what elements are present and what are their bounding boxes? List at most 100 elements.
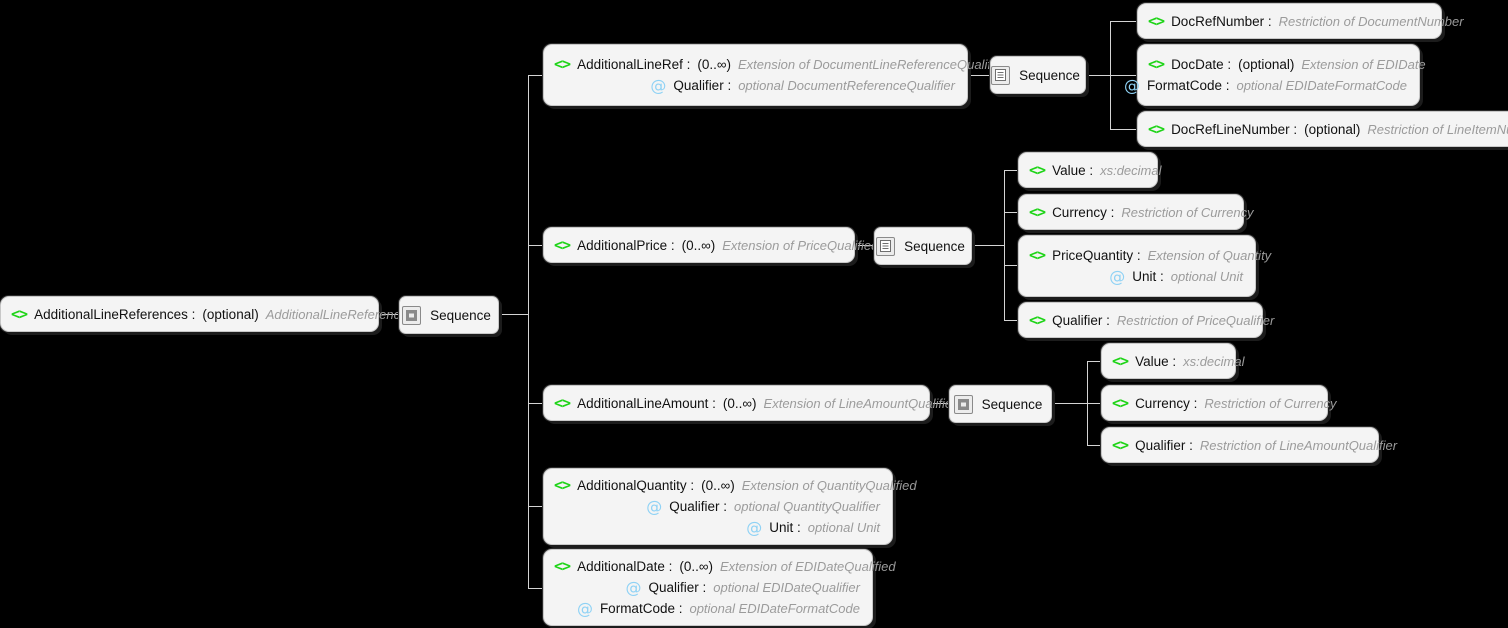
attribute-icon: @ — [646, 496, 663, 516]
node-additional-price-sequence[interactable]: Sequence — [874, 227, 972, 265]
attribute-list: @ Qualifier : optional EDIDateQualifier … — [554, 577, 860, 619]
node-occurrence: (0..∞) — [697, 57, 732, 72]
node-name: AdditionalLineReferences : — [34, 306, 196, 322]
attribute-list: @ Unit : optional Unit — [1029, 266, 1243, 287]
element-icon: <> — [1112, 351, 1129, 370]
attribute-type: optional Unit — [1170, 269, 1243, 284]
node-doc-ref-line-number[interactable]: <> DocRefLineNumber : (optional) Restric… — [1137, 111, 1508, 147]
sequence-label: Sequence — [904, 238, 965, 254]
node-type: Extension of PriceQualified — [722, 237, 879, 253]
node-additional-line-references[interactable]: <> AdditionalLineReferences : (optional)… — [0, 296, 414, 332]
attribute-row: @ FormatCode : optional EDIDateFormatCod… — [1124, 75, 1407, 96]
attribute-type: optional DocumentReferenceQualifier — [738, 78, 955, 93]
connector — [1004, 170, 1018, 171]
attribute-row: @ Unit : optional Unit — [746, 517, 880, 538]
node-price-qualifier[interactable]: <> Qualifier : Restriction of PriceQuali… — [1018, 302, 1274, 338]
element-icon: <> — [1148, 119, 1165, 138]
connector — [528, 506, 543, 507]
attribute-icon: @ — [746, 517, 763, 537]
attribute-name: FormatCode : — [599, 601, 683, 616]
attribute-row: @ Unit : optional Unit — [1109, 266, 1243, 287]
node-row: <> AdditionalDate : (0..∞) Extension of … — [554, 556, 896, 577]
node-row: <> DocRefLineNumber : (optional) Restric… — [1148, 119, 1508, 140]
node-additional-line-amount-sequence[interactable]: Sequence — [949, 385, 1052, 423]
connector — [930, 403, 949, 404]
element-icon: <> — [1148, 11, 1165, 30]
node-amount-value[interactable]: <> Value : xs:decimal — [1101, 343, 1245, 379]
node-name: AdditionalQuantity : — [577, 478, 695, 493]
node-occurrence: (0..∞) — [679, 559, 713, 574]
sequence-label: Sequence — [430, 307, 491, 323]
element-icon: <> — [1148, 55, 1165, 73]
connector — [1004, 320, 1018, 321]
node-name: AdditionalLineRef : — [577, 57, 691, 72]
node-name: Currency : — [1052, 204, 1115, 220]
connector — [1087, 403, 1101, 404]
attribute-list: @ FormatCode : optional EDIDateFormatCod… — [1124, 75, 1407, 96]
element-icon: <> — [1112, 393, 1129, 412]
attribute-name: Qualifier : — [673, 78, 732, 93]
node-price-value[interactable]: <> Value : xs:decimal — [1018, 152, 1162, 188]
node-price-currency[interactable]: <> Currency : Restriction of Currency — [1018, 194, 1254, 230]
node-additional-date[interactable]: <> AdditionalDate : (0..∞) Extension of … — [543, 549, 896, 626]
connector — [1004, 265, 1018, 266]
node-additional-quantity[interactable]: <> AdditionalQuantity : (0..∞) Extension… — [543, 468, 917, 545]
node-root-sequence[interactable]: Sequence — [399, 296, 499, 334]
connector — [528, 75, 529, 588]
node-type: xs:decimal — [1100, 162, 1162, 178]
node-name: DocRefLineNumber : — [1171, 121, 1298, 137]
element-icon: <> — [1029, 160, 1046, 179]
node-row: <> AdditionalQuantity : (0..∞) Extension… — [554, 475, 917, 496]
node-name: DocDate : — [1171, 57, 1232, 72]
node-occurrence: (0..∞) — [722, 395, 757, 411]
node-additional-line-ref[interactable]: <> AdditionalLineRef : (0..∞) Extension … — [543, 44, 1008, 106]
node-row: <> AdditionalPrice : (0..∞) Extension of… — [554, 235, 878, 256]
node-price-quantity[interactable]: <> PriceQuantity : Extension of Quantity… — [1018, 235, 1271, 297]
node-name: AdditionalDate : — [577, 559, 673, 574]
node-name: Value : — [1135, 353, 1177, 369]
node-row: <> Qualifier : Restriction of PriceQuali… — [1029, 310, 1274, 331]
node-doc-ref-number[interactable]: <> DocRefNumber : Restriction of Documen… — [1137, 3, 1464, 39]
attribute-type: optional QuantityQualifier — [734, 499, 880, 514]
element-icon: <> — [1029, 202, 1046, 221]
node-type: Extension of EDIDateQualified — [720, 559, 896, 574]
sequence-block-icon — [402, 305, 422, 325]
node-additional-price[interactable]: <> AdditionalPrice : (0..∞) Extension of… — [543, 227, 878, 263]
node-doc-date[interactable]: <> DocDate : (optional) Extension of EDI… — [1124, 44, 1426, 106]
sequence-label: Sequence — [981, 396, 1043, 412]
node-type: AdditionalLineReferences — [265, 306, 414, 322]
node-name: AdditionalLineAmount : — [577, 395, 716, 411]
element-icon: <> — [11, 304, 28, 323]
attribute-icon: @ — [1123, 75, 1140, 95]
node-type: Extension of DocumentLineReferenceQualif… — [738, 57, 1009, 72]
attribute-icon: @ — [625, 577, 642, 597]
node-amount-qualifier[interactable]: <> Qualifier : Restriction of LineAmount… — [1101, 427, 1397, 463]
element-icon: <> — [1029, 310, 1046, 329]
node-amount-currency[interactable]: <> Currency : Restriction of Currency — [1101, 385, 1337, 421]
node-type: Restriction of LineAmountQualifier — [1199, 437, 1398, 453]
element-icon: <> — [554, 393, 571, 412]
node-additional-line-amount[interactable]: <> AdditionalLineAmount : (0..∞) Extensi… — [543, 385, 959, 421]
node-type: Extension of EDIDate — [1301, 57, 1426, 72]
node-row: <> DocRefNumber : Restriction of Documen… — [1148, 11, 1464, 32]
sequence-label: Sequence — [1019, 67, 1080, 83]
node-occurrence: (optional) — [1304, 121, 1361, 137]
sequence-lines-icon — [991, 65, 1011, 85]
node-name: Currency : — [1135, 395, 1198, 411]
attribute-name: Qualifier : — [669, 499, 728, 514]
attribute-row: @ Qualifier : optional EDIDateQualifier — [626, 577, 860, 598]
node-row: <> Value : xs:decimal — [1029, 160, 1162, 181]
node-row: <> Currency : Restriction of Currency — [1029, 202, 1254, 223]
attribute-name: Unit : — [769, 520, 801, 535]
node-row: <> AdditionalLineAmount : (0..∞) Extensi… — [554, 393, 959, 414]
connector — [379, 314, 399, 315]
attribute-icon: @ — [1109, 266, 1126, 286]
node-type: Restriction of DocumentNumber — [1278, 13, 1464, 29]
connector — [1087, 361, 1101, 362]
node-additional-line-ref-sequence[interactable]: Sequence — [990, 56, 1086, 94]
attribute-list: @ Qualifier : optional DocumentReference… — [554, 75, 955, 96]
node-type: Restriction of Currency — [1204, 395, 1337, 411]
node-type: Restriction of LineItemNumber — [1367, 121, 1508, 137]
node-row: <> DocDate : (optional) Extension of EDI… — [1148, 54, 1426, 75]
